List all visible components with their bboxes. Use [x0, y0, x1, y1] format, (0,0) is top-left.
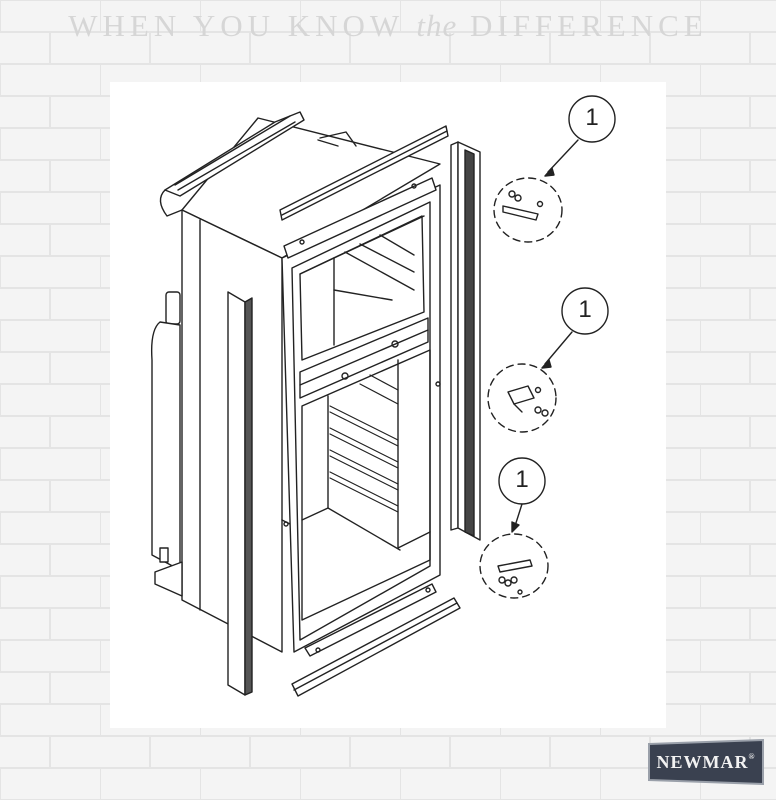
slogan-banner: WHEN YOU KNOW the DIFFERENCE [68, 8, 708, 43]
callout-upper-hinge [493, 95, 616, 243]
bottom-trim-strip [291, 583, 461, 697]
callout-number-upper: 1 [585, 104, 599, 131]
callout-number-lower: 1 [515, 466, 529, 493]
newmar-logo-text: NEWMAR® [656, 752, 756, 772]
callout-number-center: 1 [578, 296, 592, 323]
newmar-logo [648, 738, 764, 786]
callout-lower-hinge [479, 457, 549, 599]
right-side-trim [450, 141, 481, 541]
left-side-trim [227, 291, 253, 696]
top-trim-strip [279, 125, 449, 259]
callout-center-hinge [487, 287, 609, 433]
door-frame [281, 184, 441, 653]
